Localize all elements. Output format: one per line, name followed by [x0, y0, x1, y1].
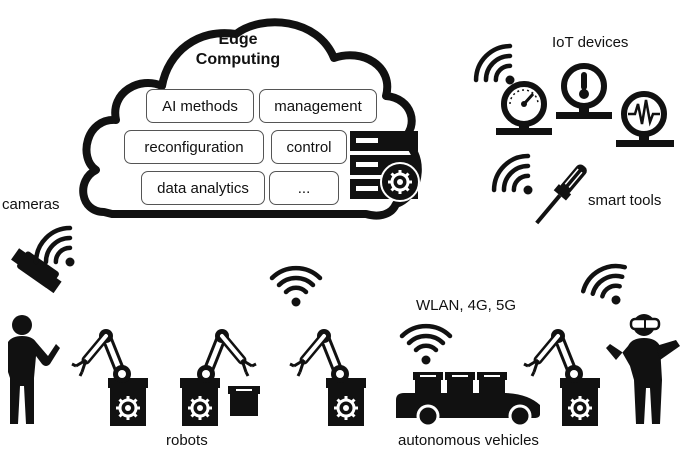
cloud-title-line1: Edge	[218, 31, 258, 48]
robot-arm-icon	[72, 329, 148, 426]
method-management: management	[259, 89, 377, 123]
method-control: control	[271, 130, 347, 164]
wifi-icon	[272, 268, 320, 306]
label-cameras: cameras	[2, 196, 60, 213]
label-iot-devices: IoT devices	[552, 34, 629, 51]
box-icon	[228, 386, 260, 416]
cloud-title-line2: Computing	[195, 51, 281, 68]
wifi-icon	[402, 326, 450, 364]
screwdriver-icon	[535, 164, 587, 225]
gauge-icon	[496, 81, 552, 135]
wifi-icon	[578, 259, 639, 316]
label-smart-tools: smart tools	[588, 192, 662, 209]
method-more: ...	[269, 171, 339, 205]
vr-goggles-icon	[629, 317, 661, 331]
method-data-analytics: data analytics	[141, 171, 265, 205]
vehicle-icon	[396, 372, 540, 428]
method-reconfiguration: reconfiguration	[124, 130, 264, 164]
method-ai-methods: AI methods	[146, 89, 254, 123]
oscilloscope-icon	[616, 91, 674, 147]
wifi-icon	[487, 149, 548, 210]
server-icon	[350, 131, 420, 202]
person-icon	[8, 315, 60, 424]
cloud-title: Edge Computing	[186, 30, 290, 70]
person-icon	[606, 314, 680, 424]
thermometer-icon	[556, 63, 612, 119]
label-wireless: WLAN, 4G, 5G	[416, 297, 517, 314]
camera-icon	[11, 248, 62, 294]
robot-arm-icon	[290, 329, 366, 426]
label-robots: robots	[166, 432, 208, 449]
label-vehicles: autonomous vehicles	[398, 432, 539, 449]
